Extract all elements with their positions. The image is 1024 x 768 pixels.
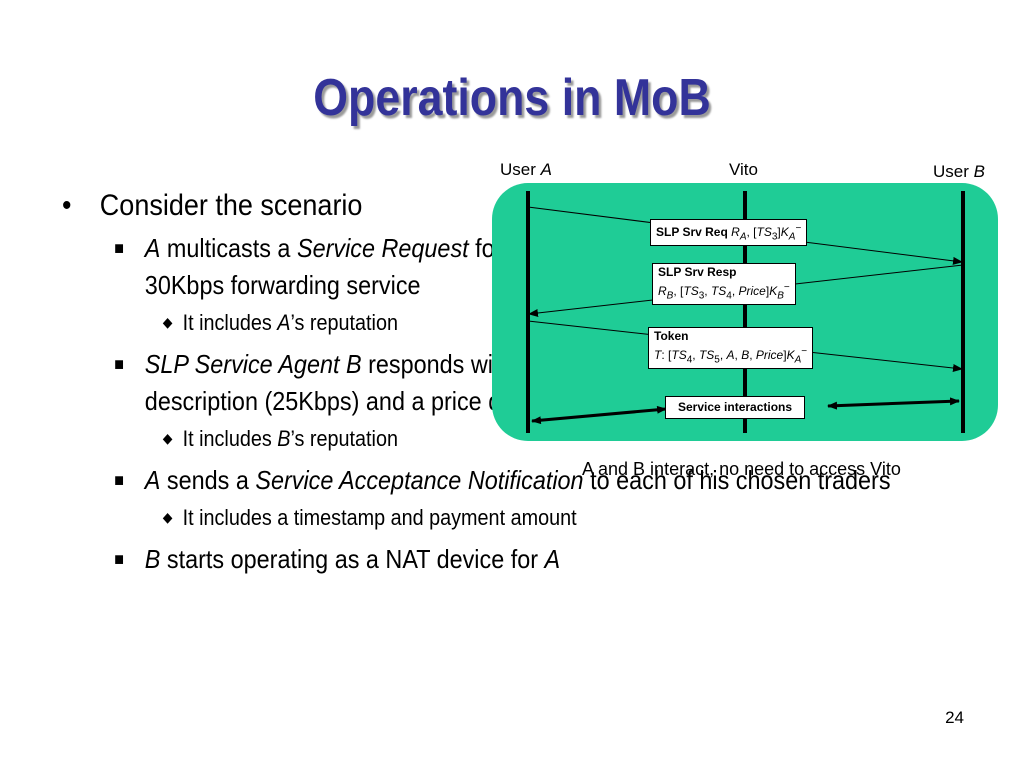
bullet-emphasis: Service Acceptance Notification xyxy=(255,465,584,495)
diamond-bullet-icon: ◆ xyxy=(162,509,173,525)
actor-a: A xyxy=(277,310,291,335)
arrow-interaction-right xyxy=(827,397,960,410)
label-user-b: User B xyxy=(933,162,985,181)
bullet-text: It includes xyxy=(182,426,278,451)
message-service-interactions: Service interactions xyxy=(665,396,806,419)
diamond-bullet-icon: ◆ xyxy=(162,430,173,446)
bullet-text: Consider the scenario xyxy=(99,189,363,222)
actor-a: A xyxy=(144,465,161,495)
label-vito: Vito xyxy=(729,160,758,179)
bullet-level3: ◆ It includes a timestamp and payment am… xyxy=(163,503,899,533)
square-bullet-icon: ■ xyxy=(114,549,124,569)
bullet-level2: ■ B starts operating as a NAT device for… xyxy=(114,541,899,578)
bullet-level1: • Consider the scenario xyxy=(62,186,899,226)
bullet-text: It includes xyxy=(182,310,278,335)
page-number: 24 xyxy=(945,708,964,727)
bullet-text: multicasts a xyxy=(160,233,297,263)
actor-a: A xyxy=(144,233,161,263)
slide-title: Operations in MoB xyxy=(313,69,711,127)
square-bullet-icon: ■ xyxy=(114,470,124,490)
square-bullet-icon: ■ xyxy=(114,354,124,374)
diamond-bullet-icon: ◆ xyxy=(162,314,173,330)
bullet-emphasis: SLP Service Agent B xyxy=(144,349,362,379)
bullet-emphasis: Service Request xyxy=(296,233,469,263)
label-user-a: User A xyxy=(500,160,552,179)
actor-a: A xyxy=(544,544,561,574)
arrow-interaction-left xyxy=(531,405,667,425)
message-srv-req: SLP Srv Req RA, [TS3]KA− xyxy=(650,219,808,247)
bullet-level2: ■ A sends a Service Acceptance Notificat… xyxy=(114,462,899,499)
diagram-canvas xyxy=(492,183,998,441)
bullet-text: to each of his chosen traders xyxy=(583,465,891,495)
sequence-diagram: User A Vito User B SLP Srv Req RA, [TS3]… xyxy=(490,155,1010,485)
bullet-dot-icon: • xyxy=(62,189,72,222)
bullet-text: It includes a timestamp and payment amou… xyxy=(182,505,577,530)
bullet-text: sends a xyxy=(160,465,256,495)
bullet-text: starts operating as a NAT device for xyxy=(160,544,545,574)
actor-b: B xyxy=(277,426,291,451)
bullet-level2: ■ SLP Service Agent B responds with a se… xyxy=(114,346,649,420)
square-bullet-icon: ■ xyxy=(114,238,124,258)
bullet-text: ’s reputation xyxy=(290,426,398,451)
bullet-level3: ◆ It includes A’s reputation xyxy=(163,308,899,338)
diagram-caption: A and B interact, no need to access Vito xyxy=(582,459,901,479)
bullet-text: ’s reputation xyxy=(290,310,398,335)
bullet-text: responds with a service description (25K… xyxy=(144,349,613,416)
actor-b: B xyxy=(144,544,161,574)
bullet-level2: ■ A multicasts a Service Request for a 3… xyxy=(114,230,541,304)
bullet-level3: ◆ It includes B’s reputation xyxy=(163,424,899,454)
